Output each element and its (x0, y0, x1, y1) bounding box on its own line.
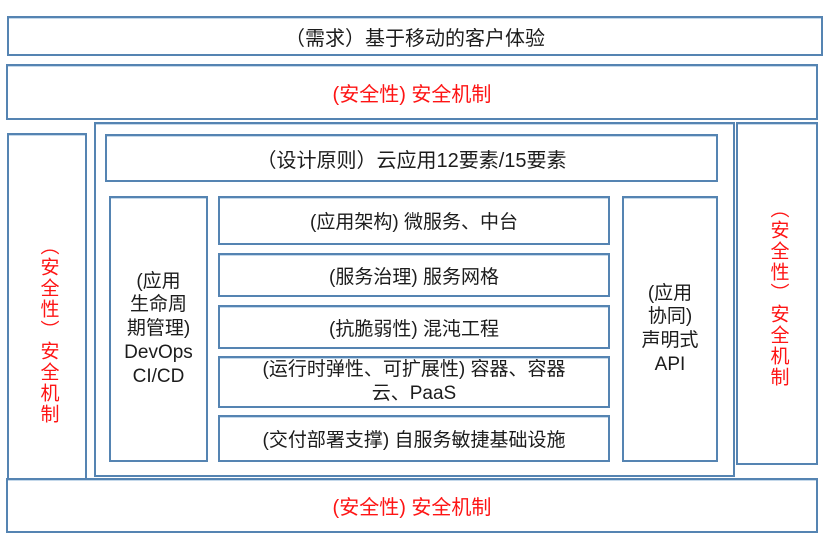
security-bottom-bar: (安全性) 安全机制 (6, 478, 818, 533)
security-bottom-label: (安全性) 安全机制 (332, 497, 492, 519)
service-governance-label: (服务治理) 服务网格 (329, 266, 499, 288)
anti-fragility-label: (抗脆弱性) 混沌工程 (329, 318, 499, 340)
security-right-bar: （安全性）安全机制 (736, 122, 818, 465)
app-architecture-label: (应用架构) 微服务、中台 (310, 212, 518, 233)
delivery-support-label: (交付部署支撑) 自服务敏捷基础设施 (262, 430, 566, 451)
delivery-support-box: (交付部署支撑) 自服务敏捷基础设施 (218, 415, 610, 462)
security-top-label: (安全性) 安全机制 (332, 83, 492, 106)
declarative-api-label: (应用 协同) 声明式 API (641, 282, 699, 375)
requirement-label: （需求）基于移动的客户体验 (285, 27, 545, 50)
runtime-elasticity-box: (运行时弹性、可扩展性) 容器、容器 云、PaaS (218, 356, 610, 408)
design-principles-label: （设计原则）云应用12要素/15要素 (256, 149, 567, 172)
design-principles-box: （设计原则）云应用12要素/15要素 (105, 134, 718, 182)
lifecycle-devops-label: (应用 生命周 期管理) DevOps CI/CD (124, 270, 193, 387)
declarative-api-box: (应用 协同) 声明式 API (622, 196, 718, 462)
service-governance-box: (服务治理) 服务网格 (218, 253, 610, 297)
runtime-elasticity-label: (运行时弹性、可扩展性) 容器、容器 云、PaaS (262, 359, 566, 404)
security-right-label: （安全性）安全机制 (767, 199, 789, 388)
application-layer-container (94, 122, 735, 477)
app-architecture-box: (应用架构) 微服务、中台 (218, 196, 610, 245)
lifecycle-devops-box: (应用 生命周 期管理) DevOps CI/CD (109, 196, 208, 462)
requirement-box: （需求）基于移动的客户体验 (7, 16, 823, 56)
security-left-label: （安全性）安全机制 (37, 235, 59, 425)
security-top-bar: (安全性) 安全机制 (6, 64, 818, 120)
security-left-bar: （安全性）安全机制 (7, 133, 87, 527)
anti-fragility-box: (抗脆弱性) 混沌工程 (218, 305, 610, 349)
